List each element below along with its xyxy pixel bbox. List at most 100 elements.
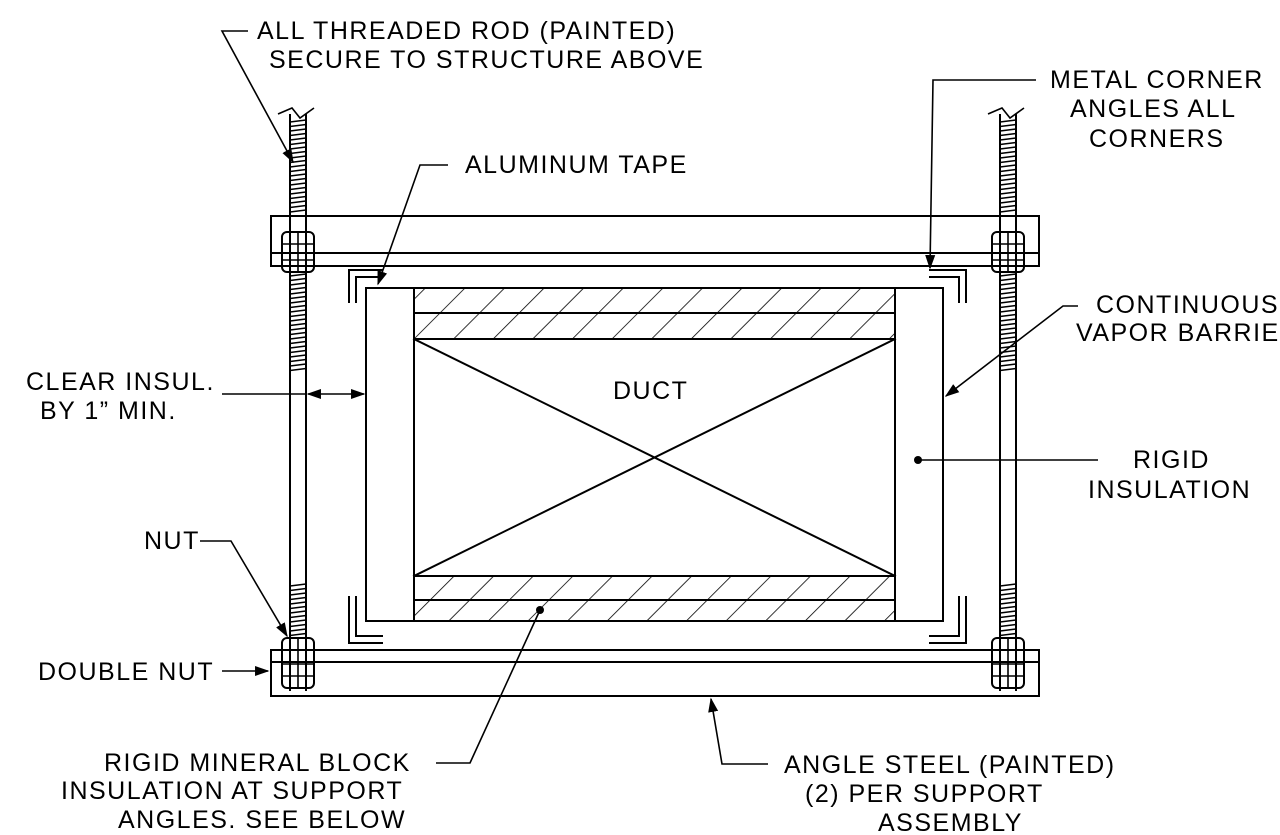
bottom-angle-steel	[270, 649, 1040, 697]
thread-tick	[289, 277, 307, 282]
thread-tick	[289, 177, 307, 182]
thread-tick	[999, 137, 1017, 141]
clear-insul-label-line2: BY 1” MIN.	[40, 397, 177, 425]
mineral-block-label-line3: ANGLES. SEE BELOW	[118, 806, 406, 834]
thread-tick	[289, 601, 307, 605]
thread-tick	[999, 273, 1017, 277]
double-nut-label: DOUBLE NUT	[38, 658, 214, 686]
clear-insul-label-line1: CLEAR INSUL.	[26, 368, 215, 396]
metal-corner-angles	[348, 269, 967, 644]
thread-tick	[289, 322, 307, 327]
thread-tick	[999, 146, 1017, 150]
thread-tick	[999, 327, 1017, 331]
thread-tick	[289, 164, 307, 168]
threaded-rod-label-line2: SECURE TO STRUCTURE ABOVE	[269, 46, 704, 74]
threaded-rod-right	[987, 107, 1025, 691]
top-angle-steel	[270, 215, 1040, 267]
thread-tick	[999, 628, 1017, 632]
thread-tick	[289, 619, 307, 623]
thread-tick	[999, 632, 1017, 637]
mineral-block-top	[413, 287, 896, 340]
thread-tick	[999, 592, 1017, 596]
nut-label: NUT	[144, 527, 200, 555]
thread-tick	[999, 309, 1017, 313]
thread-tick	[289, 605, 307, 610]
mineral-block-label-line2: INSULATION AT SUPPORT	[61, 777, 403, 805]
metal-corner-label-line2: ANGLES ALL	[1070, 95, 1236, 123]
thread-tick	[999, 322, 1017, 327]
thread-tick	[289, 209, 307, 213]
thread-tick	[289, 300, 307, 304]
thread-tick	[289, 182, 307, 186]
thread-tick	[289, 291, 307, 295]
thread-tick	[999, 623, 1017, 628]
thread-tick	[289, 358, 307, 363]
thread-tick	[289, 592, 307, 596]
thread-tick	[999, 282, 1017, 286]
thread-tick	[999, 300, 1017, 304]
aluminum-tape-label: ALUMINUM TAPE	[465, 151, 688, 179]
thread-tick	[999, 200, 1017, 204]
top-nut-right	[991, 231, 1025, 273]
thread-tick	[999, 186, 1017, 191]
thread-tick	[999, 204, 1017, 209]
thread-tick	[999, 304, 1017, 309]
thread-tick	[999, 610, 1017, 614]
thread-tick	[289, 318, 307, 322]
angle-steel-label-line1: ANGLE STEEL (PAINTED)	[784, 751, 1116, 779]
thread-tick	[999, 605, 1017, 610]
thread-tick	[289, 331, 307, 336]
thread-tick	[289, 304, 307, 309]
thread-tick	[999, 336, 1017, 340]
threaded-rod-label-line1: ALL THREADED ROD (PAINTED)	[257, 17, 676, 45]
thread-tick	[289, 336, 307, 340]
thread-tick	[289, 191, 307, 195]
thread-tick	[999, 173, 1017, 177]
thread-tick	[999, 277, 1017, 282]
thread-tick	[289, 628, 307, 632]
thread-tick	[999, 209, 1017, 213]
thread-tick	[999, 358, 1017, 363]
thread-tick	[289, 195, 307, 200]
thread-tick	[289, 614, 307, 619]
thread-tick	[999, 177, 1017, 182]
thread-tick	[289, 200, 307, 204]
thread-tick	[999, 601, 1017, 605]
thread-tick	[999, 345, 1017, 349]
thread-tick	[289, 327, 307, 331]
mineral-block-bottom	[413, 575, 896, 622]
thread-tick	[999, 164, 1017, 168]
thread-tick	[289, 186, 307, 191]
thread-tick	[289, 155, 307, 159]
thread-tick	[289, 282, 307, 286]
thread-tick	[999, 128, 1017, 132]
thread-tick	[289, 150, 307, 155]
thread-tick	[289, 349, 307, 354]
threaded-rod-left	[277, 107, 315, 691]
thread-tick	[999, 286, 1017, 291]
metal-corner-label-line3: CORNERS	[1089, 125, 1225, 153]
thread-tick	[289, 313, 307, 318]
thread-tick	[289, 340, 307, 345]
duct-label: DUCT	[613, 377, 688, 405]
thread-tick	[289, 123, 307, 128]
thread-tick	[999, 313, 1017, 318]
thread-tick	[289, 119, 307, 123]
thread-tick	[289, 367, 307, 372]
thread-tick	[289, 286, 307, 291]
leader-lines	[200, 30, 1098, 765]
vapor-barrier-label-line2: VAPOR BARRIER	[1076, 319, 1280, 347]
thread-tick	[289, 204, 307, 209]
thread-tick	[999, 354, 1017, 358]
thread-tick	[289, 168, 307, 173]
top-nut-left	[281, 231, 315, 273]
thread-tick	[289, 583, 307, 587]
thread-tick	[999, 191, 1017, 195]
thread-tick	[289, 146, 307, 150]
thread-tick	[999, 123, 1017, 128]
thread-tick	[289, 596, 307, 601]
thread-tick	[289, 587, 307, 592]
thread-tick	[999, 150, 1017, 155]
thread-tick	[999, 367, 1017, 372]
